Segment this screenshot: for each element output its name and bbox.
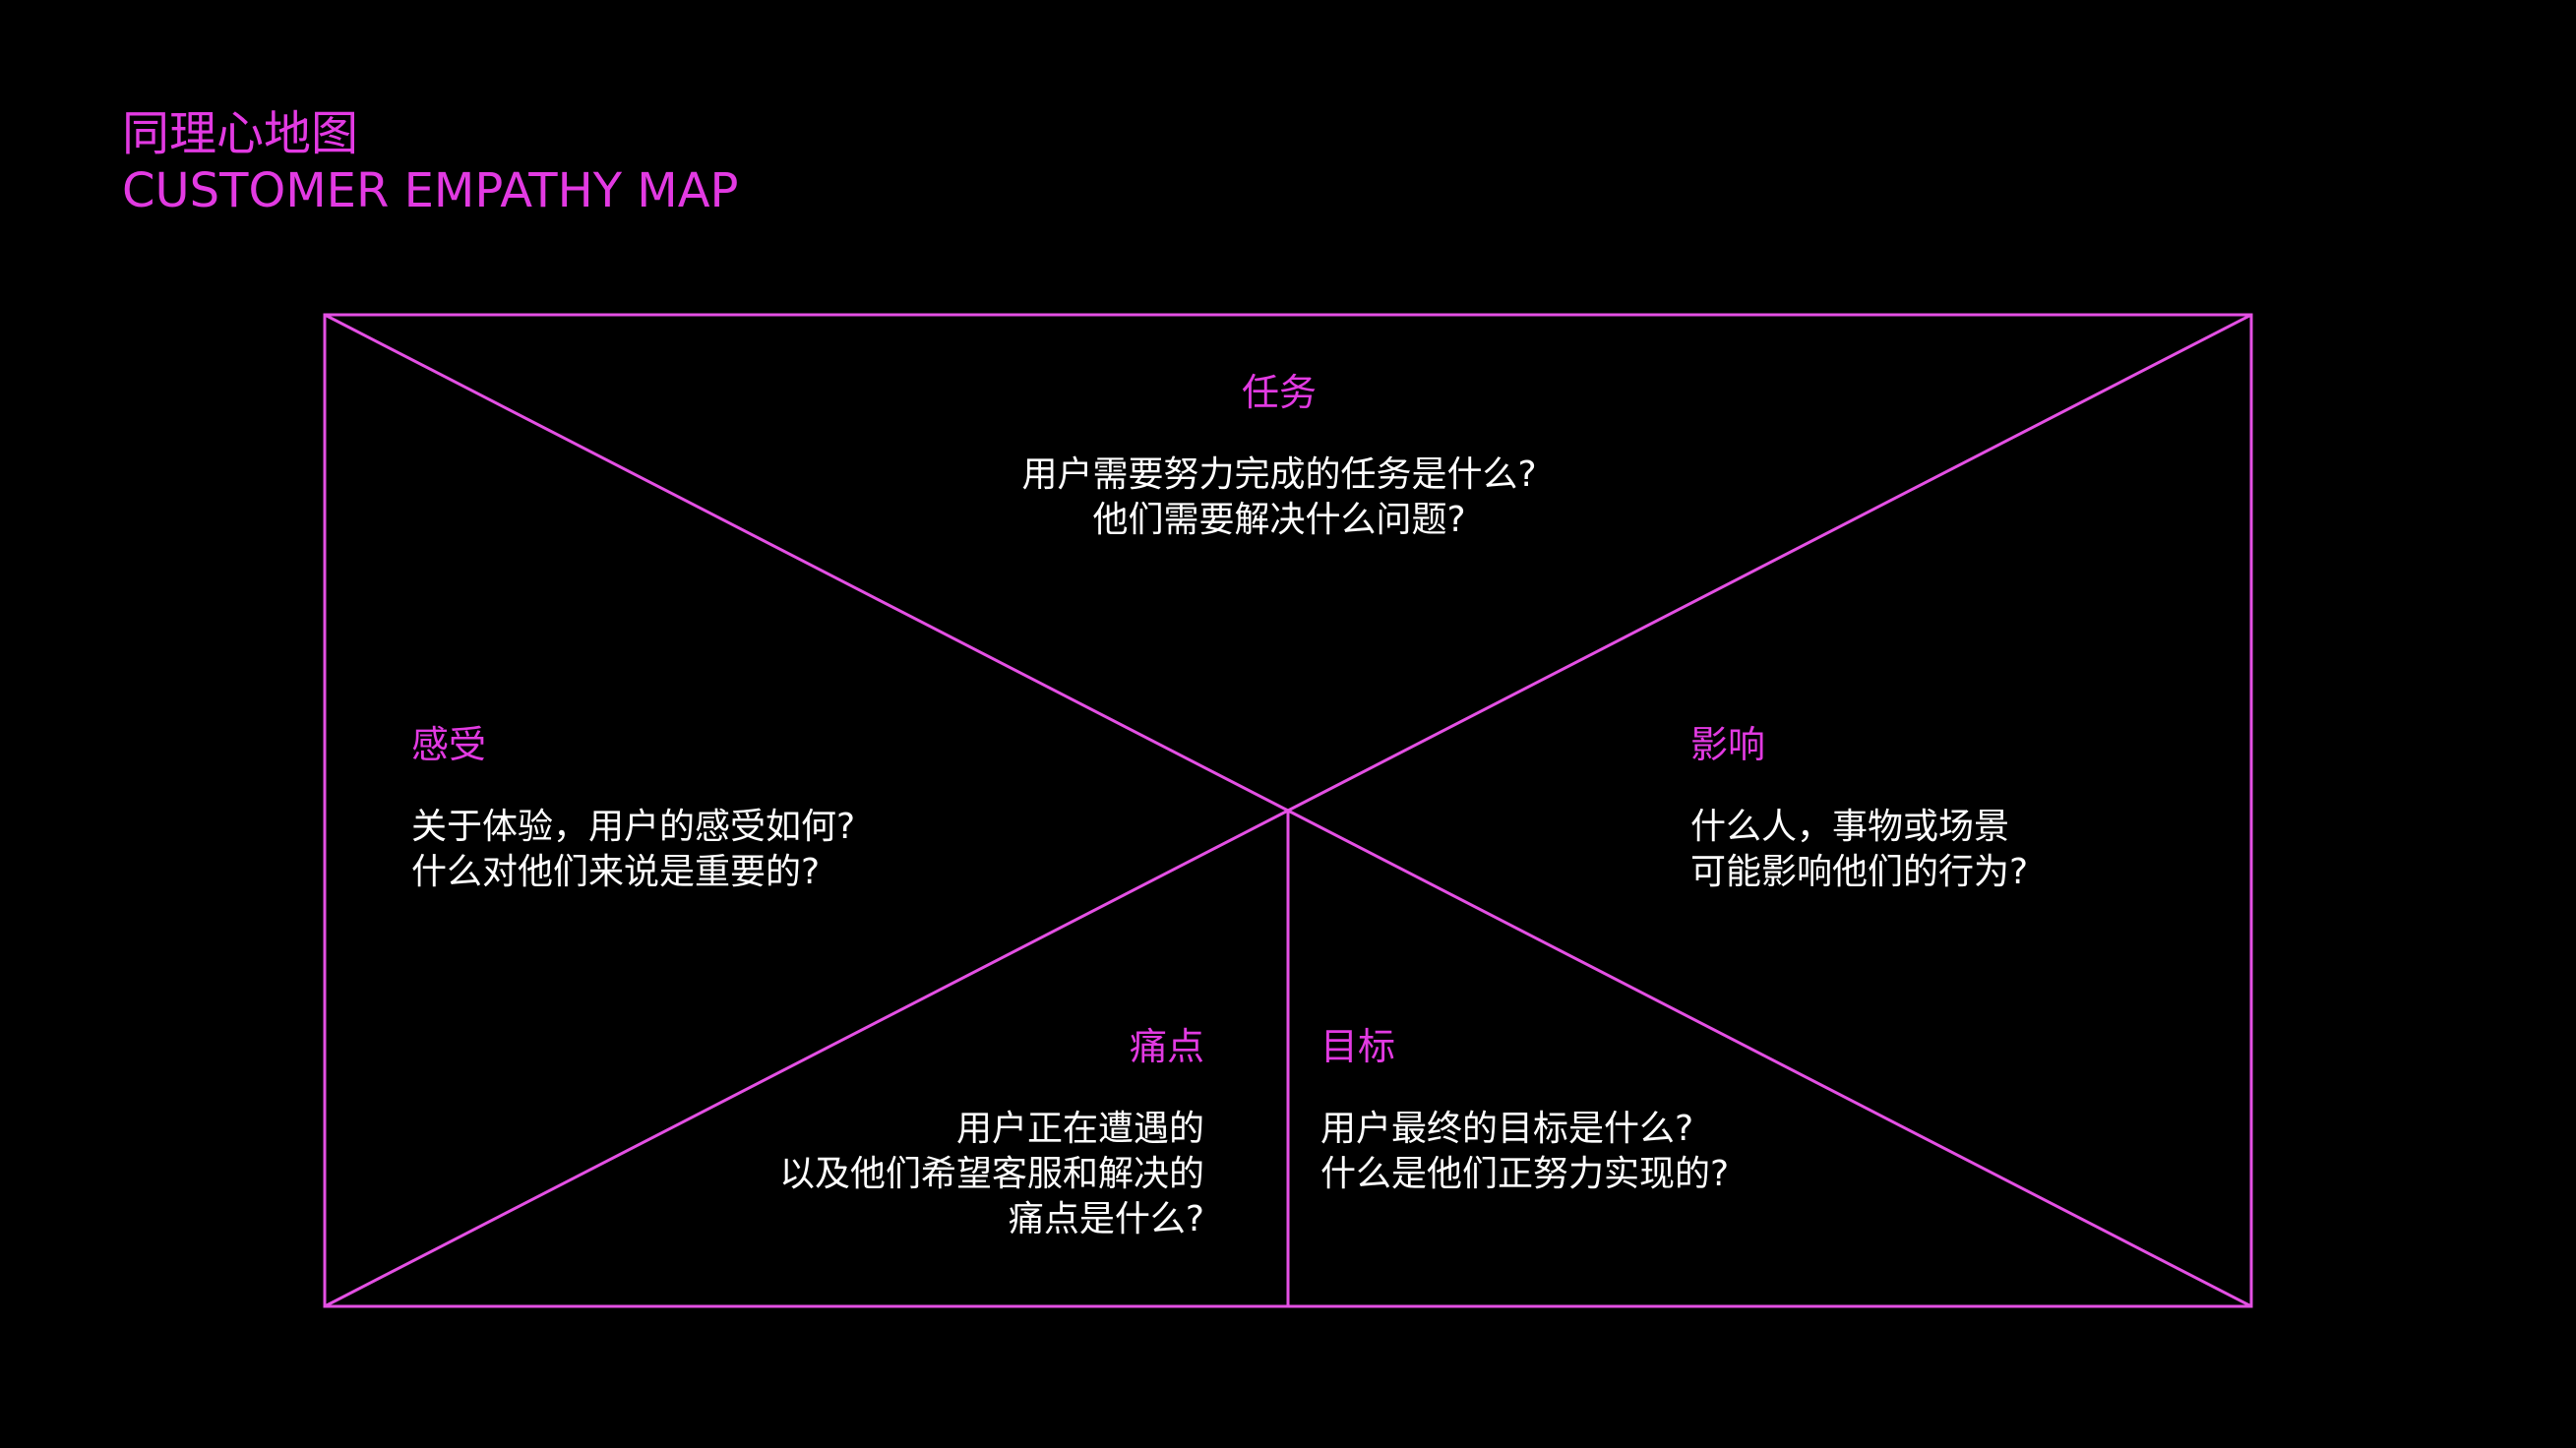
task-line: 用户需要努力完成的任务是什么?	[1021, 454, 1537, 495]
diagonal-bottom-right	[1287, 809, 2252, 1308]
impact-line: 可能影响他们的行为?	[1690, 852, 2029, 892]
feel-line: 什么对他们来说是重要的?	[411, 852, 821, 892]
task-heading: 任务	[1241, 371, 1317, 414]
section-impact: 影响 什么人，事物或场景 可能影响他们的行为?	[1690, 726, 2028, 895]
task-line: 他们需要解决什么问题?	[1092, 500, 1466, 540]
goal-heading: 目标	[1320, 1025, 1396, 1068]
section-pain: 痛点 用户正在遭遇的 以及他们希望客服和解决的 痛点是什么?	[779, 1028, 1204, 1242]
pain-line: 以及他们希望客服和解决的	[778, 1154, 1204, 1194]
goal-body: 用户最终的目标是什么? 什么是他们正努力实现的?	[1320, 1107, 1729, 1197]
task-body: 用户需要努力完成的任务是什么? 他们需要解决什么问题?	[886, 452, 1673, 543]
pain-body: 用户正在遭遇的 以及他们希望客服和解决的 痛点是什么?	[779, 1107, 1204, 1242]
diagonal-bottom-left	[324, 809, 1289, 1308]
section-feel: 感受 关于体验，用户的感受如何? 什么对他们来说是重要的?	[411, 726, 855, 895]
page-title-cn: 同理心地图	[122, 106, 359, 161]
feel-line: 关于体验，用户的感受如何?	[411, 807, 856, 847]
impact-body: 什么人，事物或场景 可能影响他们的行为?	[1690, 805, 2028, 895]
goal-line: 用户最终的目标是什么?	[1320, 1109, 1694, 1149]
impact-line: 什么人，事物或场景	[1690, 807, 2010, 847]
pain-line: 用户正在遭遇的	[955, 1109, 1204, 1149]
feel-body: 关于体验，用户的感受如何? 什么对他们来说是重要的?	[411, 805, 855, 895]
impact-heading: 影响	[1690, 723, 1766, 766]
goal-line: 什么是他们正努力实现的?	[1320, 1154, 1730, 1194]
pain-line: 痛点是什么?	[1008, 1199, 1204, 1239]
page-title-en: CUSTOMER EMPATHY MAP	[122, 163, 739, 218]
section-goal: 目标 用户最终的目标是什么? 什么是他们正努力实现的?	[1320, 1028, 1729, 1197]
feel-heading: 感受	[411, 723, 487, 766]
diagonal-top-left	[324, 313, 1289, 813]
pain-heading: 痛点	[1129, 1025, 1204, 1068]
section-task: 任务 用户需要努力完成的任务是什么? 他们需要解决什么问题?	[886, 374, 1673, 543]
diagonal-top-right	[1287, 313, 2252, 813]
